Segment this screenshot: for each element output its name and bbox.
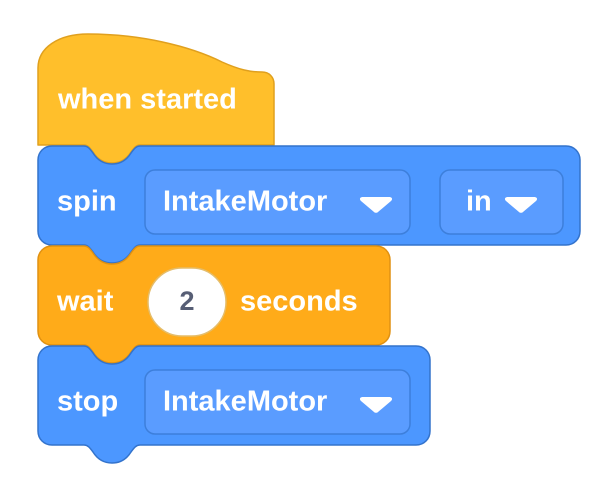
spin-direction-dropdown-bg[interactable] <box>439 169 564 235</box>
when-started-shape[interactable] <box>37 33 275 164</box>
spin-direction-dropdown-value: in <box>466 186 492 218</box>
block-stop[interactable]: stop IntakeMotor <box>37 345 431 464</box>
wait-seconds-input-bg[interactable] <box>147 267 227 337</box>
when-started-label: when started <box>57 84 237 116</box>
wait-seconds-input-value: 2 <box>179 286 194 316</box>
stop-label: stop <box>57 386 118 418</box>
spin-motor-dropdown[interactable]: IntakeMotor <box>144 169 411 235</box>
block-wait[interactable]: wait 2 seconds <box>37 245 391 364</box>
wait-units-label: seconds <box>240 286 358 318</box>
spin-direction-dropdown[interactable]: in <box>439 169 564 235</box>
wait-seconds-input[interactable]: 2 <box>147 267 227 337</box>
stop-motor-dropdown-value: IntakeMotor <box>163 386 327 418</box>
wait-label: wait <box>56 286 114 318</box>
stop-motor-dropdown-bg[interactable] <box>144 369 411 435</box>
chevron-down-icon[interactable] <box>359 197 393 213</box>
chevron-down-icon[interactable] <box>504 197 538 213</box>
spin-motor-dropdown-bg[interactable] <box>144 169 411 235</box>
stop-motor-dropdown[interactable]: IntakeMotor <box>144 369 411 435</box>
spin-label: spin <box>57 186 117 218</box>
spin-motor-dropdown-value: IntakeMotor <box>163 186 327 218</box>
block-when-started[interactable]: when started <box>37 33 275 164</box>
chevron-down-icon[interactable] <box>359 397 393 413</box>
